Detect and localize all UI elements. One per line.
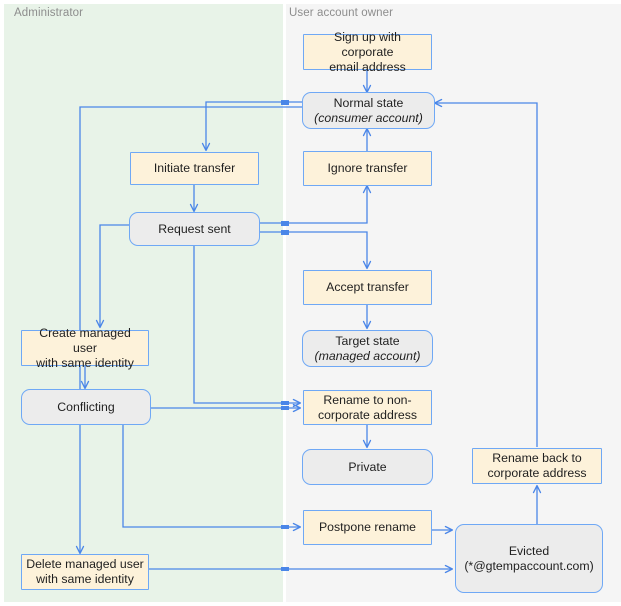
node-sign-up-line2: email address [329, 59, 406, 74]
node-sign-up-line1: Sign up with corporate [334, 29, 401, 59]
edge-request-sent-to-create-managed-user [95, 224, 130, 329]
swimlane-label-administrator: Administrator [14, 7, 84, 19]
node-accept-transfer[interactable]: Accept transfer [303, 270, 432, 305]
lane-crossing-marker [281, 406, 289, 410]
node-private-line1: Private [348, 459, 387, 474]
swimlane-administrator [4, 4, 283, 602]
node-target-state[interactable]: Target state(managed account) [302, 330, 433, 367]
edge-request-sent-to-rename-to-noncorporate [193, 245, 302, 408]
node-rename-to-noncorporate[interactable]: Rename to non-corporate address [303, 390, 432, 425]
swimlane-label-user-account-owner: User account owner [289, 7, 394, 19]
edge-rename-back-to-normal-state [433, 98, 538, 447]
edge-request-sent-to-accept-transfer [259, 231, 372, 270]
node-normal-state-line1: Normal state [333, 95, 404, 110]
edge-request-sent-to-ignore-transfer [259, 184, 372, 224]
node-delete-managed-user-line1: Delete managed user [26, 557, 144, 571]
node-rename-back-line1: Rename back to [492, 451, 582, 465]
edge-conflicting-to-postpone-rename [122, 425, 302, 532]
node-accept-transfer-line1: Accept transfer [326, 280, 409, 294]
node-rename-to-noncorporate-line1: Rename to non- [323, 392, 412, 407]
lane-crossing-marker [281, 230, 289, 235]
node-normal-state[interactable]: Normal state(consumer account) [302, 92, 435, 129]
lane-crossing-marker [281, 567, 289, 571]
node-initiate-transfer-line1: Initiate transfer [153, 161, 236, 175]
node-rename-to-noncorporate-line2: corporate address [317, 407, 418, 422]
node-postpone-rename-line1: Postpone rename [318, 520, 417, 534]
node-conflicting-line1: Conflicting [57, 399, 115, 414]
node-normal-state-line2: (consumer account) [314, 110, 423, 125]
node-postpone-rename[interactable]: Postpone rename [303, 510, 432, 545]
node-target-state-line1: Target state [335, 333, 400, 348]
lane-crossing-marker [281, 525, 289, 529]
edge-normal-state-to-initiate-transfer [201, 101, 302, 152]
node-ignore-transfer[interactable]: Ignore transfer [303, 151, 432, 186]
node-evicted-line2: (*@gtempaccount.com) [464, 558, 594, 573]
lane-crossing-marker [281, 401, 289, 405]
node-private[interactable]: Private [302, 449, 433, 485]
lane-crossing-marker [281, 221, 289, 226]
node-create-managed-user-line2: with same identity [36, 355, 134, 370]
node-delete-managed-user-line2: with same identity [36, 572, 134, 586]
node-target-state-line2: (managed account) [314, 348, 421, 363]
node-evicted-line1: Evicted [508, 543, 550, 558]
node-ignore-transfer-line1: Ignore transfer [327, 161, 408, 175]
node-initiate-transfer[interactable]: Initiate transfer [130, 152, 259, 185]
node-evicted[interactable]: Evicted(*@gtempaccount.com) [455, 524, 603, 593]
lane-crossing-marker [281, 100, 289, 105]
node-rename-back-line2: corporate address [487, 466, 587, 480]
node-request-sent[interactable]: Request sent [129, 212, 260, 246]
node-conflicting[interactable]: Conflicting [21, 389, 151, 425]
node-request-sent-line1: Request sent [158, 221, 231, 236]
node-create-managed-user-line1: Create managed user [39, 325, 131, 355]
